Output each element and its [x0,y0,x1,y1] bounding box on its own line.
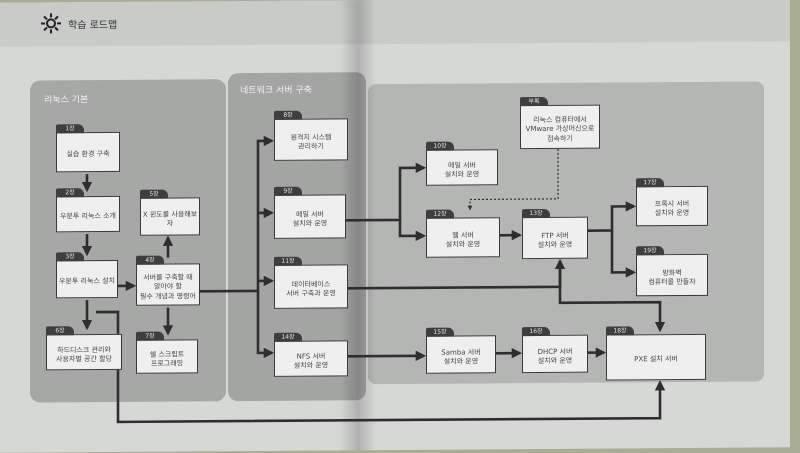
chapter-8-tag: 8장 [274,111,302,120]
chapter-1-card: 1장 실습 환경 구축 [56,132,120,172]
chapter-14-card: 14장 NFS 서버 설치와 운영 [274,340,348,377]
chapter-12-card: 12장 웹 서버 설치와 운영 [426,217,500,258]
chapter-16-label: DHCP 서버 설치와 운영 [538,347,573,366]
chapter-2-label: 우분투 리눅스 소개 [60,212,116,222]
chapter-4-tag: 4장 [136,256,164,265]
chapter-17-card: 17장 프록시 서버 설치와 운영 [636,186,708,227]
chapter-11-card: 11장 데이터베이스 서버 구축과 운영 [274,264,348,309]
arrow-ch13-ch17 [588,206,634,230]
appendix-card: 부록 리눅스 컴퓨터에서 VMware 가상머신으로 접속하기 [520,105,600,150]
chapter-18-label: PXE 설치 서버 [634,355,678,365]
chapter-16-card: 16장 DHCP 서버 설치와 운영 [522,335,588,373]
chapter-12-tag: 12장 [426,210,454,219]
chapter-5-card: 5장 X 윈도를 사용해보자 [140,197,200,235]
chapter-19-label: 방화벽 컴퓨터를 만들자 [648,268,695,287]
chapter-10-tag: 10장 [426,142,454,151]
chapter-19-card: 19장 방화벽 컴퓨터를 만들자 [636,254,708,297]
chapter-1-tag: 1장 [56,124,84,133]
chapter-8-label: 원격지 시스템 관리하기 [291,133,332,152]
chapter-2-tag: 2장 [56,188,84,197]
chapter-18-tag: 18장 [606,326,634,335]
chapter-11-label: 데이터베이스 서버 구축과 운영 [286,280,336,299]
chapter-7-card: 7장 쉘 스크립트 프로그래밍 [136,339,198,373]
chapter-16-tag: 16장 [522,327,550,336]
arrow-ch9-ch10 [346,168,424,221]
arrow-ch13-ch19 [612,230,634,272]
chapter-3-tag: 3장 [56,252,84,261]
appendix-tag: 부록 [520,97,548,106]
chapter-3-card: 3장 우분투 리눅스 설치 [56,260,118,298]
chapter-15-card: 15장 Samba 서버 설치와 운영 [426,335,496,373]
chapter-17-tag: 17장 [636,178,664,187]
chapter-5-label: X 윈도를 사용해보자 [141,210,199,229]
appendix-label: 리눅스 컴퓨터에서 VMware 가상머신으로 접속하기 [526,115,595,144]
chapter-14-label: NFS 서버 설치와 운영 [294,352,328,371]
chapter-3-label: 우분투 리눅스 설치 [59,277,115,287]
chapter-13-label: FTP 서버 설치와 운영 [538,231,572,250]
chapter-13-card: 13장 FTP 서버 설치와 운영 [522,217,588,259]
chapter-18-card: 18장 PXE 설치 서버 [606,334,706,381]
chapter-10-card: 10장 메일 서버 설치와 운영 [426,149,498,186]
arrow-ch11-ch13 [348,261,560,288]
chapter-15-label: Samba 서버 설치와 운영 [441,348,480,367]
chapter-10-label: 메일 서버 설치와 운영 [445,161,479,180]
chapter-4-label: 서버를 구축할 때 알아야 할 필수 개념과 명령어 [140,273,196,302]
chapter-9-card: 9장 메일 서버 설치와 운영 [274,194,346,239]
chapter-5-tag: 5장 [140,190,168,199]
chapter-7-tag: 7장 [136,332,164,341]
chapter-19-tag: 19장 [636,246,664,255]
chapter-4-card: 4장 서버를 구축할 때 알아야 할 필수 개념과 명령어 [136,263,200,305]
chapter-15-tag: 15장 [426,328,454,337]
arrow-ch4-ch8 [200,141,272,292]
chapter-6-card: 6장 하드디스크 관리와 사용자별 공간 할당 [46,334,122,371]
chapter-11-tag: 11장 [274,257,302,266]
chapter-7-label: 쉘 스크립트 프로그래밍 [150,350,184,369]
chapter-17-label: 프록시 서버 설치와 운영 [655,200,689,219]
chapter-2-card: 2장 우분투 리눅스 소개 [56,196,120,232]
chapter-9-tag: 9장 [274,187,302,196]
chapter-14-tag: 14장 [274,333,302,342]
chapter-6-tag: 6장 [46,326,74,335]
chapter-9-label: 메일 서버 설치와 운영 [293,210,327,229]
arrow-ch9-ch12 [400,220,424,236]
chapter-12-label: 웹 서버 설치와 운영 [446,231,480,250]
chapter-8-card: 8장 원격지 시스템 관리하기 [274,118,348,161]
chapter-13-tag: 13장 [522,209,550,218]
arrow-ch14-ch15 [348,356,424,357]
chapter-1-label: 실습 환경 구축 [66,150,109,160]
chapter-6-label: 하드디스크 관리와 사용자별 공간 할당 [56,346,112,365]
arrow-ch4-ch14 [258,291,272,353]
